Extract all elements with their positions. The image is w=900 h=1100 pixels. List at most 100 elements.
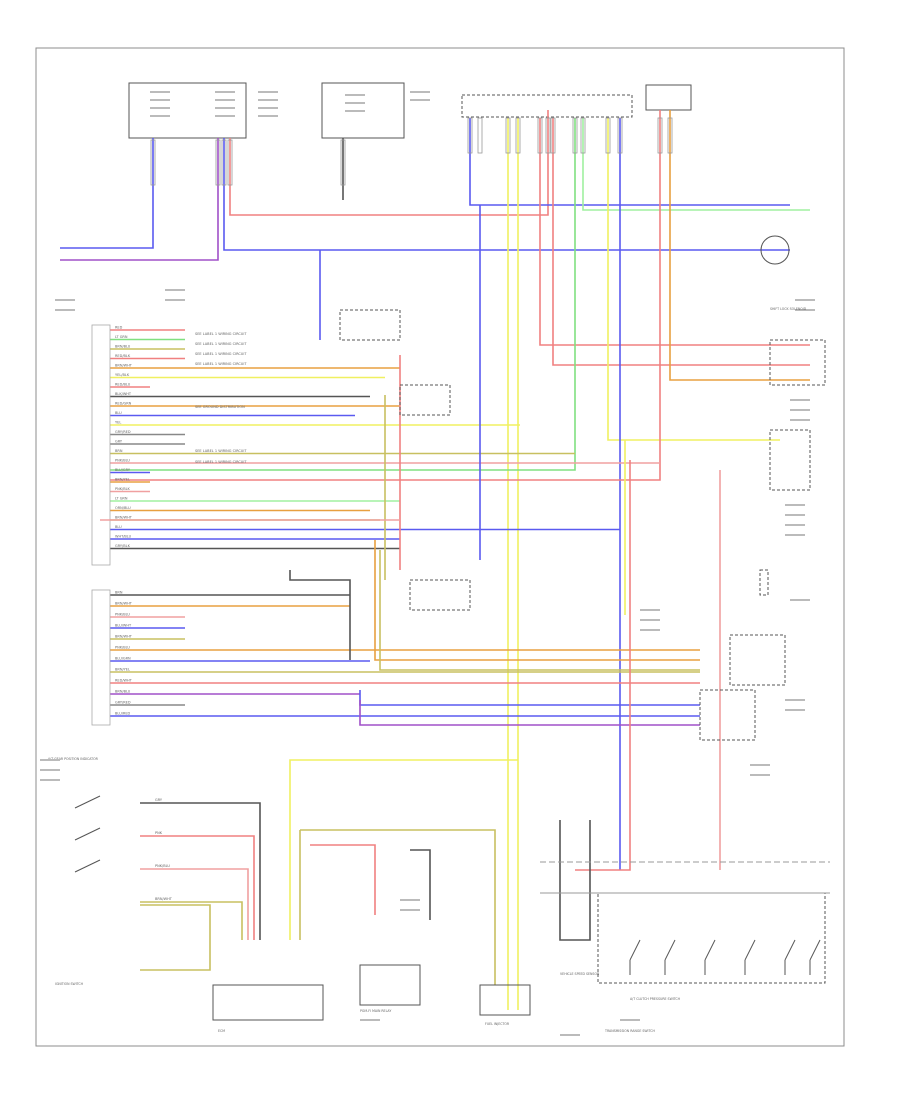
wire-olive-switch (140, 904, 211, 971)
component-name-5: FUEL INJECTOR (485, 1022, 510, 1026)
wire-violet-trans (359, 700, 700, 726)
ecm-lower-label-9: BRN/BLU (115, 690, 131, 694)
ecm-lower-label-11: BLU/RED (115, 712, 131, 716)
ecm-pin-label-3: RED/BLK (115, 354, 131, 358)
ecm-pin-label-5: YEL/BLK (115, 373, 130, 377)
ecm-pin-label-8: RED/GRN (115, 402, 132, 406)
bottom-left-wire-0 (140, 802, 261, 940)
transmission-sensor-box (729, 634, 786, 686)
wire-blue-trans (359, 690, 700, 706)
connector-pin-1 (477, 117, 483, 154)
wire-orange-dlc (669, 110, 810, 381)
bottom-left-wire-2 (140, 868, 249, 940)
wire-blue-long (223, 138, 790, 251)
transmission-box-2 (699, 689, 756, 741)
data-link-connector-box (645, 84, 692, 111)
connector-pin-8 (580, 117, 586, 154)
bottom-left-wire-label-0: GRY (155, 798, 163, 802)
sheet-ref-6: SEE LABEL 1 WIRING CIRCUIT (195, 460, 247, 464)
connector-pin-12 (667, 117, 673, 154)
connector-pin-10 (617, 117, 623, 154)
wire-yellow-cross (289, 759, 518, 770)
bottom-component-3 (479, 984, 531, 1016)
wire-violet-top (60, 138, 219, 261)
component-name-3: A/T CLUTCH PRESSURE SWITCH (630, 997, 681, 1001)
ecm-pin-label-2: BRN/BLU (115, 345, 131, 349)
ecm-pin-label-16: BRN/YEL (115, 478, 130, 482)
ecm-lower-label-8: RED/WHT (115, 679, 133, 683)
ecm-pin-label-0: RED (115, 326, 123, 330)
bl-switch-0 (74, 795, 101, 809)
wire-black-bottom (410, 849, 431, 920)
ecm-pin-label-13: BRN (115, 449, 123, 453)
connector-pin-0 (467, 117, 473, 154)
ecm-pin-label-6: RED/BLU (115, 383, 131, 387)
ecm-lower-label-5: PNK/BLU (115, 646, 130, 650)
bottom-left-wire-1 (140, 835, 255, 940)
connector-pin-4 (537, 117, 543, 154)
connector-pin-9 (605, 117, 611, 154)
wire-red-bottom (310, 844, 376, 915)
ecm-pin-label-15: BLU/GRY (115, 468, 131, 472)
ecm-pin-label-18: LT GRN (115, 497, 128, 501)
relay-box-mid (399, 384, 451, 416)
switch-blade-4 (784, 939, 796, 961)
wire-blue-fuse (469, 118, 790, 206)
ecm-pin-label-12: GRY (115, 440, 123, 444)
ecm-lower-label-10: GRY/RED (115, 701, 131, 705)
connector-pin-5 (545, 117, 551, 154)
ecm-pin-label-22: WHT/BLU (115, 535, 132, 539)
bl-switch-2 (74, 859, 101, 873)
page-frame (35, 47, 845, 1047)
wire-blue-top-left (60, 138, 154, 249)
component-name-1: PGM-FI MAIN RELAY (360, 1009, 391, 1013)
sheet-ref-3: SEE LABEL 1 WIRING CIRCUIT (195, 362, 247, 366)
bottom-left-wire-3 (140, 901, 243, 940)
connector-pin-6 (550, 117, 556, 154)
connector-pin-b-0 (150, 139, 156, 186)
ecm-lower-label-7: BRN/YEL (115, 668, 130, 672)
connector-pin-b-4 (340, 139, 346, 186)
ecm-lower-connector (91, 589, 111, 726)
component-name-7: A/T GEAR POSITION INDICATOR (48, 757, 99, 761)
wire-red-fuse (539, 118, 810, 346)
sheet-ref-2: SEE LABEL 1 WIRING CIRCUIT (195, 352, 247, 356)
switch-box-right (769, 429, 811, 491)
switch-blade-1 (664, 939, 676, 961)
wire-red-fuse-2 (552, 118, 810, 366)
ecm-left-connector (91, 324, 111, 566)
wire-red-top (229, 110, 549, 216)
sheet-ref-0: SEE LABEL 1 WIRING CIRCUIT (195, 332, 247, 336)
wire-red-right (575, 460, 631, 871)
relay-connector-box (321, 82, 405, 139)
ecm-lower-label-4: BRN/WHT (115, 635, 133, 639)
ecm-pin-label-17: PNK/BLK (115, 487, 131, 491)
wire-green-fuse (110, 118, 576, 471)
ground-point-top-right (760, 235, 790, 265)
connector-pin-b-2 (221, 139, 227, 186)
ecm-pin-label-7: BLK/WHT (115, 392, 132, 396)
component-name-2: TRANSMISSION RANGE SWITCH (604, 1029, 655, 1033)
ecm-lower-label-1: BRN/WHT (115, 602, 133, 606)
ecm-pin-label-11: GRY/RED (115, 430, 131, 434)
wire-yellow-fuse (607, 118, 780, 441)
switch-box-bottom (597, 892, 826, 984)
bottom-component-2 (359, 964, 421, 1006)
ecm-pin-label-19: ORN/BLU (115, 506, 131, 510)
ecm-pin-label-21: BLU (115, 525, 122, 529)
ecm-lower-label-0: BRN (115, 591, 123, 595)
fuse-box-header (461, 94, 633, 118)
component-name-6: IGNITION SWITCH (55, 982, 84, 986)
switch-blade-2 (704, 939, 716, 961)
small-switch (759, 569, 769, 596)
ecm-connector-box (128, 82, 247, 139)
ecm-lower-label-2: PNK/BLU (115, 613, 130, 617)
connector-pin-b-1 (215, 139, 221, 186)
connector-pin-b-3 (227, 139, 233, 186)
ecm-pin-label-20: BRN/WHT (115, 516, 133, 520)
wire-lightgreen-top (582, 118, 810, 211)
ecm-pin-label-10: YEL (115, 421, 121, 425)
bottom-connector-1 (212, 984, 324, 1021)
